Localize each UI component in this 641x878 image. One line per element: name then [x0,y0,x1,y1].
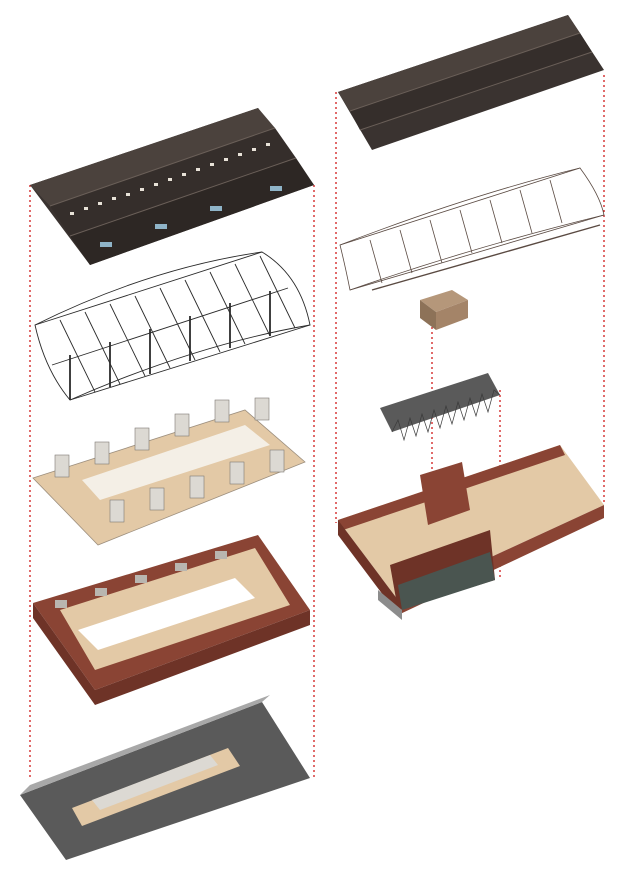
left-basement-slab [20,695,310,860]
left-structural-frame [34,251,311,401]
right-roof [338,15,604,150]
right-ground-floor [338,445,604,620]
right-roof-truss [339,167,605,291]
left-brick-building [33,535,310,705]
small-tower-block [420,290,468,330]
roof-windows-row [70,143,270,215]
left-interior-level [32,397,306,546]
canopy [380,373,501,442]
roof-skylights [100,186,282,247]
left-roof [30,108,314,265]
